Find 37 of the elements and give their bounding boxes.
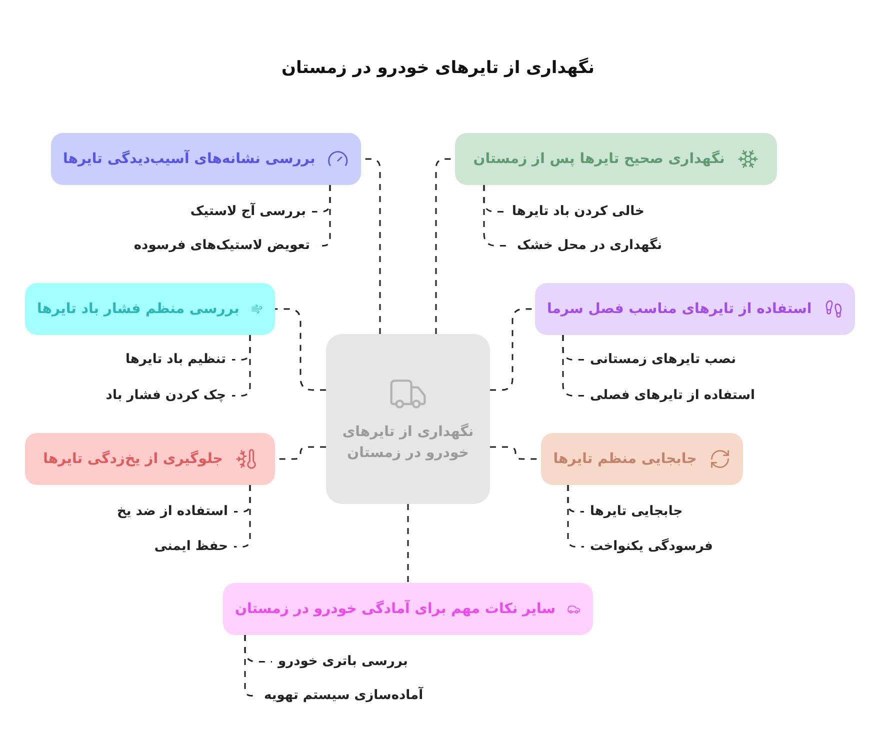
subtopic-text: فرسودگی یکنواخت bbox=[590, 537, 713, 556]
subtopic-text: نگهداری در محل خشک bbox=[517, 236, 662, 255]
topic-heading: سایر نکات مهم برای آمادگی خودرو در زمستان bbox=[235, 598, 556, 618]
topic-box bbox=[25, 433, 275, 485]
topic-box bbox=[51, 133, 361, 185]
subtopic-text: بررسی آج لاستیک bbox=[190, 202, 306, 221]
subtopic-text: تعویض لاستیک‌های فرسوده bbox=[134, 237, 310, 255]
diagram-title: نگهداری از تایرهای خودرو در زمستان bbox=[281, 56, 595, 80]
topic-box bbox=[25, 283, 275, 335]
connector-line bbox=[275, 308, 326, 391]
subtopic-text: حفظ ایمنی bbox=[154, 538, 228, 556]
topic-heading: نگهداری صحیح تایرها پس از زمستان bbox=[473, 149, 725, 168]
topic-box bbox=[455, 133, 777, 185]
connector-line bbox=[234, 485, 251, 548]
connector-line bbox=[232, 335, 251, 396]
topic-heading: استفاده از تایرهای مناسب فصل سرما bbox=[547, 300, 812, 318]
topic-heading: جلوگیری از یخ‌زدگی تایرها bbox=[43, 449, 223, 468]
connector-line bbox=[407, 504, 409, 583]
subtopic-text: نصب تایرهای زمستانی bbox=[590, 351, 736, 369]
subtopic-text: بررسی باتری خودرو bbox=[278, 653, 408, 671]
topic-box bbox=[535, 283, 855, 335]
topic-box bbox=[223, 583, 593, 635]
subtopic-text: استفاده از تایرهای فصلی bbox=[590, 387, 755, 405]
topic-heading: بررسی نشانه‌های آسیب‌دیدگی تایرها bbox=[63, 148, 316, 168]
central-topic-text: نگهداری از تایرهای خودرو در زمستان bbox=[341, 422, 475, 463]
connector-line bbox=[562, 335, 584, 396]
subtopic-text: خالی کردن باد تایرها bbox=[512, 203, 644, 221]
topic-heading: بررسی منظم فشار باد تایرها bbox=[37, 300, 240, 318]
subtopic-text: آماده‌سازی سیستم تهویه bbox=[264, 686, 424, 705]
subtopic-text: جابجایی تایرها bbox=[590, 503, 683, 521]
connector-line bbox=[567, 485, 584, 548]
subtopic-text: چک کردن فشار باد bbox=[106, 387, 226, 405]
central-topic-box bbox=[326, 334, 490, 504]
topic-heading: جابجایی منظم تایرها bbox=[553, 450, 697, 468]
subtopic-text: تنظیم باد تایرها bbox=[126, 351, 226, 369]
topic-box bbox=[541, 433, 743, 485]
subtopic-text: استفاده از ضد یخ bbox=[117, 503, 228, 521]
